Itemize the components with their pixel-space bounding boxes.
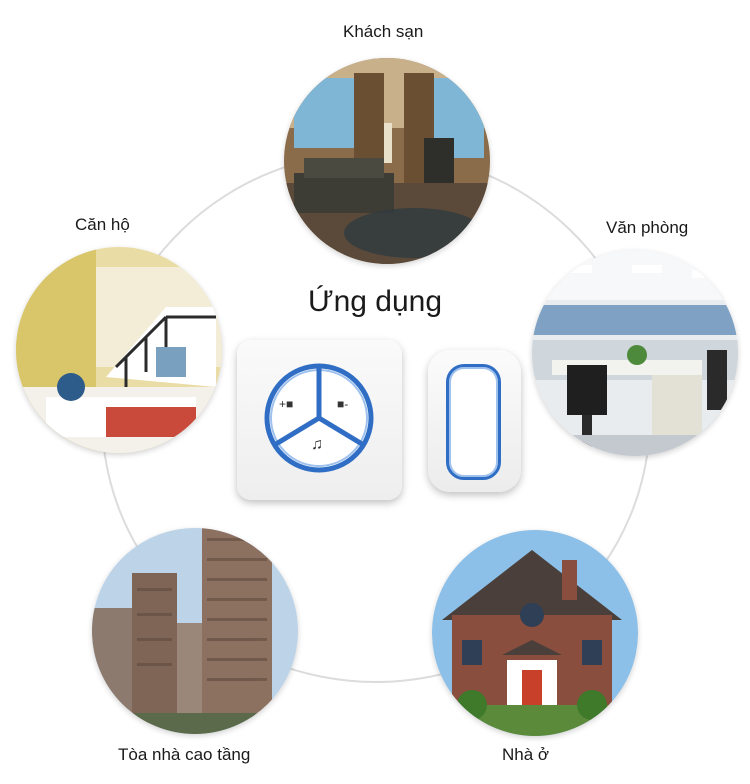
doorbell-receiver: +■ ■- ♫ [237, 340, 402, 500]
office-photo [532, 250, 738, 456]
highrise-photo [92, 528, 298, 734]
label-highrise: Tòa nhà cao tầng [118, 745, 251, 764]
doorbell-press-button[interactable] [446, 364, 501, 480]
label-hotel: Khách sạn [343, 22, 424, 41]
label-apartment: Căn hộ [75, 215, 130, 234]
label-house: Nhà ở [502, 745, 550, 764]
music-note-icon[interactable]: ♫ [311, 436, 323, 453]
volume-up-icon[interactable]: +■ [279, 397, 294, 411]
doorbell-button-device [428, 350, 521, 492]
page-title: Ứng dụng [307, 285, 443, 318]
volume-down-icon[interactable]: ■- [337, 397, 349, 411]
label-office: Văn phòng [606, 218, 689, 237]
hotel-photo [284, 58, 490, 264]
house-photo [432, 530, 638, 736]
apartment-photo [16, 247, 222, 453]
